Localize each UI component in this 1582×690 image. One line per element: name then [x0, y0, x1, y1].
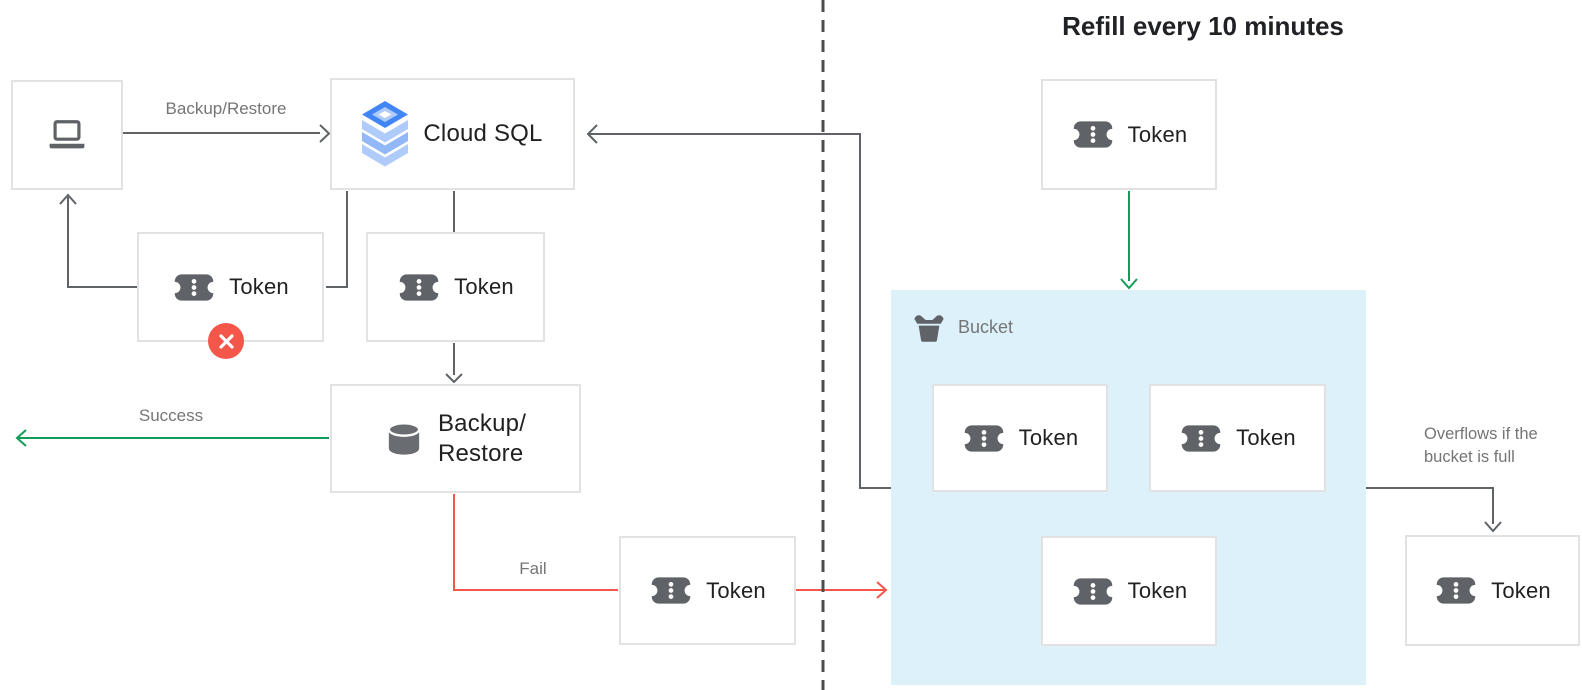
arrowhead-down-icon: [1120, 278, 1138, 290]
laptop-icon: [49, 119, 85, 148]
database-icon: [387, 421, 421, 455]
token-icon: [1179, 421, 1223, 456]
refill-token-box: Token: [1041, 79, 1217, 190]
fail-edge-label: Fail: [519, 559, 547, 578]
arrowhead-down-icon: [1484, 521, 1502, 533]
cloud-sql-box: Cloud SQL: [330, 78, 575, 190]
token-label: Token: [1127, 121, 1188, 147]
client-box: [11, 80, 123, 190]
token-icon: [397, 270, 441, 305]
token-icon: [1071, 574, 1115, 609]
token-icon: [962, 421, 1006, 456]
token-label: Token: [1127, 578, 1188, 603]
edge-fail: [453, 494, 618, 591]
bucket-icon: [914, 315, 944, 342]
edge-rejected-token-to-laptop: [67, 197, 138, 288]
bucket-token-box: Token: [1149, 384, 1326, 492]
edge-cloudsql-to-rejected-token: [326, 191, 348, 288]
token-label: Token: [454, 274, 514, 299]
overflow-note: Overflows if the bucket is full: [1424, 425, 1538, 466]
arrowhead-down-icon: [445, 373, 463, 384]
backup-restore-edge-label: Backup/Restore: [165, 99, 287, 118]
arrowhead-up-icon: [59, 193, 77, 205]
token-label: Token: [706, 577, 766, 603]
backup-restore-box: Backup/ Restore: [330, 384, 581, 493]
consumed-token-box: Token: [366, 232, 545, 342]
x-badge-icon: [208, 323, 244, 359]
token-icon: [1434, 573, 1478, 608]
refill-title: Refill every 10 minutes: [1062, 11, 1344, 41]
arrowhead-left-icon: [15, 429, 27, 447]
overflow-token-box: Token: [1405, 535, 1580, 646]
token-label: Token: [229, 274, 289, 299]
success-edge-label: Success: [138, 406, 204, 425]
bucket-label: Bucket: [958, 316, 1014, 337]
edge-overflow: [1366, 487, 1494, 524]
token-icon: [1071, 117, 1115, 152]
token-label: Token: [1491, 577, 1551, 603]
bucket-token-box: Token: [932, 384, 1108, 492]
arrowhead-right-icon: [319, 124, 331, 143]
bucket-header: Bucket: [912, 311, 1013, 343]
backup-restore-label: Backup/ Restore: [437, 410, 527, 467]
token-label: Token: [1018, 425, 1079, 450]
edge-bucket-to-cloudsql: [588, 133, 891, 489]
arrowhead-left-icon: [586, 124, 598, 144]
cloud-sql-label: Cloud SQL: [423, 120, 543, 147]
cloud-sql-icon: [362, 101, 409, 167]
fail-token-box: Token: [619, 536, 796, 645]
token-label: Token: [1236, 425, 1296, 450]
token-icon: [172, 270, 216, 305]
arrowhead-right-icon: [876, 581, 888, 599]
bucket-token-box: Token: [1041, 536, 1217, 646]
token-icon: [649, 573, 693, 608]
